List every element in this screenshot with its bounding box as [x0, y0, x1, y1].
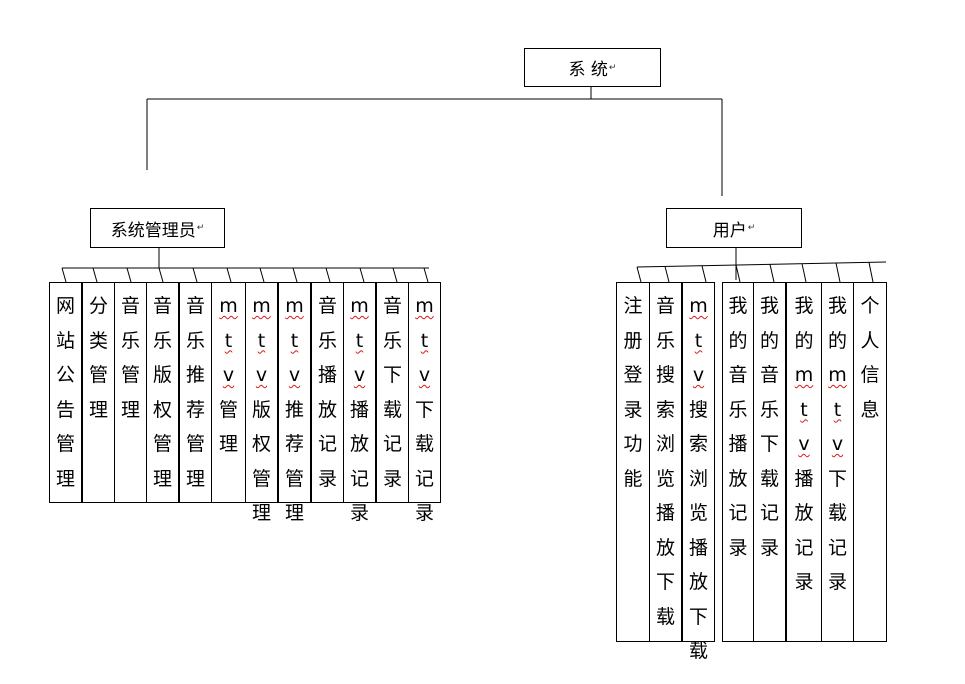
paragraph-mark-icon: ↵ [608, 62, 617, 73]
user-function-column: 注册登录功能 [616, 282, 650, 642]
admin-function-column: 音乐播放记录 [311, 282, 344, 503]
admin-function-label: 音乐下载记录 [382, 295, 402, 490]
user-function-column: 音乐搜索浏览播放下载 [649, 282, 682, 642]
user-label: 用户 [712, 220, 747, 241]
user-function-column: 我的音乐下载记录 [753, 282, 786, 642]
admin-function-label: 音乐版权管理 [152, 295, 172, 490]
user-function-column: 个人信息 [853, 282, 887, 642]
system-root-label: 系 统 [568, 60, 608, 80]
user-function-label: 音乐搜索浏览播放下载 [655, 295, 675, 628]
admin-function-column: 音乐版权管理 [146, 282, 179, 503]
admin-label: 系统管理员 [110, 220, 196, 241]
admin-function-column: 音乐推荐管理 [179, 282, 212, 503]
paragraph-mark-icon: ↵ [196, 223, 205, 233]
admin-function-label: 分类管理 [88, 295, 108, 421]
admin-function-column: 音乐下载记录 [376, 282, 409, 503]
admin-function-label: 网站公告管理 [55, 295, 75, 490]
user-function-label: 我的音乐播放记录 [728, 295, 748, 559]
user-function-label: 我的音乐下载记录 [759, 295, 779, 559]
user-function-label: 注册登录功能 [623, 295, 643, 490]
admin-function-label: 音乐管理 [120, 295, 140, 421]
user-function-label: 个人信息 [860, 295, 880, 421]
user-function-column: 我的音乐播放记录 [722, 282, 754, 642]
admin-function-column: 音乐管理 [114, 282, 147, 503]
admin-function-column: 网站公告管理 [49, 282, 82, 503]
user-box: 用户↵ [666, 208, 802, 248]
admin-box: 系统管理员↵ [90, 208, 225, 248]
admin-function-column: 分类管理 [82, 282, 115, 503]
admin-function-label: 音乐推荐管理 [185, 295, 205, 490]
system-root-box: 系 统↵ [524, 48, 661, 87]
paragraph-mark-icon: ↵ [747, 223, 756, 233]
admin-function-label: 音乐播放记录 [317, 295, 337, 490]
